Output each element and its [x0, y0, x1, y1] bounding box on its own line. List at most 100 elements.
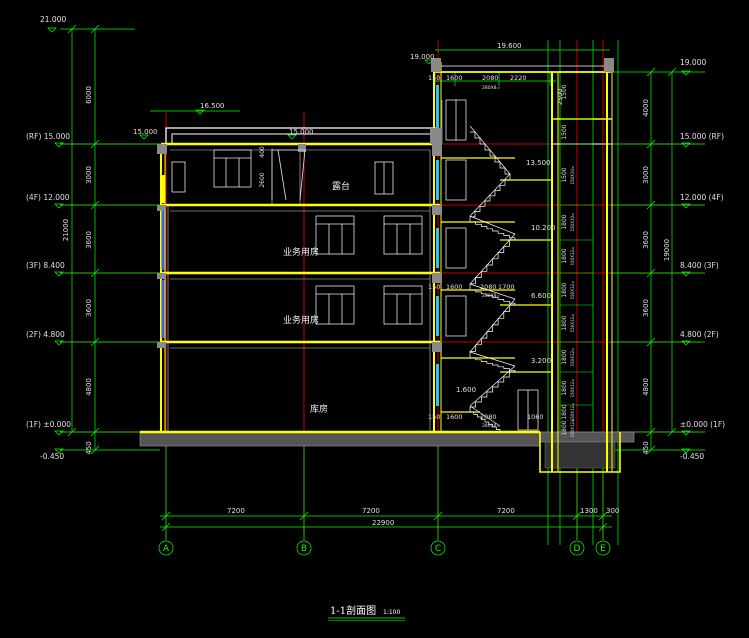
elevator-sub-dim: 150X12= [570, 247, 575, 266]
left-dimension-lines [47, 24, 160, 455]
right-height-b: 3000 [642, 166, 650, 184]
elevator-dim: 1500 [561, 84, 568, 99]
stair-flight [469, 239, 515, 290]
elevator-dim: 1500 [561, 167, 568, 182]
bottom-dim-b: 7200 [362, 507, 380, 515]
left-height-e: 4800 [85, 378, 93, 396]
stair-level-3: 6.600 [531, 292, 551, 300]
left-height-total: 21000 [62, 219, 70, 241]
stair-rail [469, 215, 516, 235]
elevator-dim: 1800 [561, 315, 568, 330]
elevator-sub-dim: 150X12= [570, 348, 575, 367]
bottom-dim-total: 22900 [372, 519, 394, 527]
right-level-ground: -0.450 [680, 452, 704, 461]
elevator-dim: 1800 [561, 349, 568, 364]
stair-rail [469, 298, 516, 353]
top-dim-2220: 2220 [510, 74, 527, 82]
stairs [469, 125, 516, 432]
elevator-dims: 1500150015001800180018001800180018001800… [561, 84, 575, 437]
right-level-roof: 15.000 (RF) [680, 132, 724, 141]
column-blocks [157, 58, 614, 352]
elevator-dim: 1800 [561, 380, 568, 395]
stair-rail [469, 173, 511, 217]
axis-label-d: D [574, 544, 581, 554]
left-level-top: 21.000 [40, 15, 66, 24]
stair-flight [470, 289, 516, 305]
bottom-dim-a: 7200 [227, 507, 245, 515]
stair-dim-2080-a: 2080 [480, 283, 497, 291]
right-dimension-lines [610, 67, 705, 455]
left-level-1f: (1F) ±0.000 [26, 420, 71, 429]
right-height-c: 3600 [642, 231, 650, 249]
stair-top-width: 19.600 [497, 42, 522, 50]
elevator-sub-dim: 150X12= [570, 379, 575, 398]
stair-dim-150-b: 150 [428, 413, 440, 421]
stair-flight [470, 221, 516, 240]
elevator-dim: 1500 [561, 124, 568, 139]
bottom-dim-e: 300 [606, 507, 619, 515]
drawing-title: 1-1剖面图 [330, 604, 376, 617]
parapet-level: 16.500 [200, 102, 225, 110]
roof-level-mid: 15.000 [289, 128, 314, 136]
elevator-sub-dim: 150X10= [570, 166, 575, 185]
elevator-dim: 1800 [561, 420, 568, 435]
stair-level-1: 13.500 [526, 159, 551, 167]
stair-sub-b: 280X8= [482, 423, 501, 429]
right-level-1f: ±0.000 (1F) [680, 420, 725, 429]
right-height-d: 3600 [642, 299, 650, 317]
stair-dim-1600-b: 1600 [446, 413, 463, 421]
left-height-c: 3600 [85, 231, 93, 249]
right-height-f: 450 [642, 441, 650, 454]
top-dim-150: 150 [428, 74, 440, 82]
right-height-a: 4000 [642, 99, 650, 117]
stair-rail [469, 125, 511, 175]
stair-level-4: 3.200 [531, 357, 551, 365]
right-level-4f: 12.000 (4F) [680, 193, 724, 202]
drawing-scale: 1:100 [383, 609, 400, 616]
elevator-dim: 1800 [561, 248, 568, 263]
top-dim-2500: 2500 [556, 89, 564, 106]
left-height-a: 6000 [85, 86, 93, 104]
stair-rail [469, 233, 516, 285]
main-structure [140, 62, 613, 472]
roof-level-left: 15.000 [133, 128, 158, 136]
stair-sub-a: 280X8= [482, 293, 501, 299]
top-sub-note: 280X8= [482, 85, 501, 91]
elevator-ticks [560, 118, 593, 406]
facade-glazing [161, 85, 439, 406]
stair-flight [469, 304, 515, 358]
left-height-d: 3600 [85, 299, 93, 317]
room-terrace: 露台 [332, 180, 350, 192]
stair-flight [469, 179, 510, 222]
stair-top-level: 19.000 [410, 53, 435, 61]
left-level-4f: (4F) 12.000 [26, 193, 70, 202]
axis-label-a: A [163, 544, 170, 554]
elevator-sub-dim: 150X10= [570, 213, 575, 232]
stair-dim-1700: 1700 [498, 283, 515, 291]
left-level-ground: -0.450 [40, 452, 64, 461]
room-storage: 库房 [310, 403, 328, 415]
top-dim-2080: 2080 [482, 74, 499, 82]
elevator-dim: 1800 [561, 214, 568, 229]
bottom-dim-d: 1300 [580, 507, 598, 515]
elevator-sub-dim: 150X12= [570, 403, 575, 422]
right-height-total: 19000 [663, 239, 671, 261]
room-office-3f: 业务用房 [283, 246, 319, 258]
stair-level-2: 10.200 [531, 224, 556, 232]
bottom-dimension-lines [158, 440, 612, 556]
left-height-b: 3000 [85, 166, 93, 184]
room-office-2f: 业务用房 [283, 314, 319, 326]
elevator-sub-dim: 150X12= [570, 314, 575, 333]
windows [171, 99, 539, 431]
stair-flight [470, 357, 516, 372]
door-dim-400: 400 [259, 146, 266, 158]
stair-dim-2080-b: 2080 [480, 413, 497, 421]
right-level-3f: 8.400 (3F) [680, 261, 719, 270]
left-level-3f: (3F) 8.400 [26, 261, 65, 270]
stair-dim-150-a: 150 [428, 283, 440, 291]
door-dim-2600: 2600 [259, 172, 266, 187]
stair-rail [469, 365, 516, 407]
axis-label-c: C [435, 544, 441, 554]
bottom-dim-c: 7200 [497, 507, 515, 515]
